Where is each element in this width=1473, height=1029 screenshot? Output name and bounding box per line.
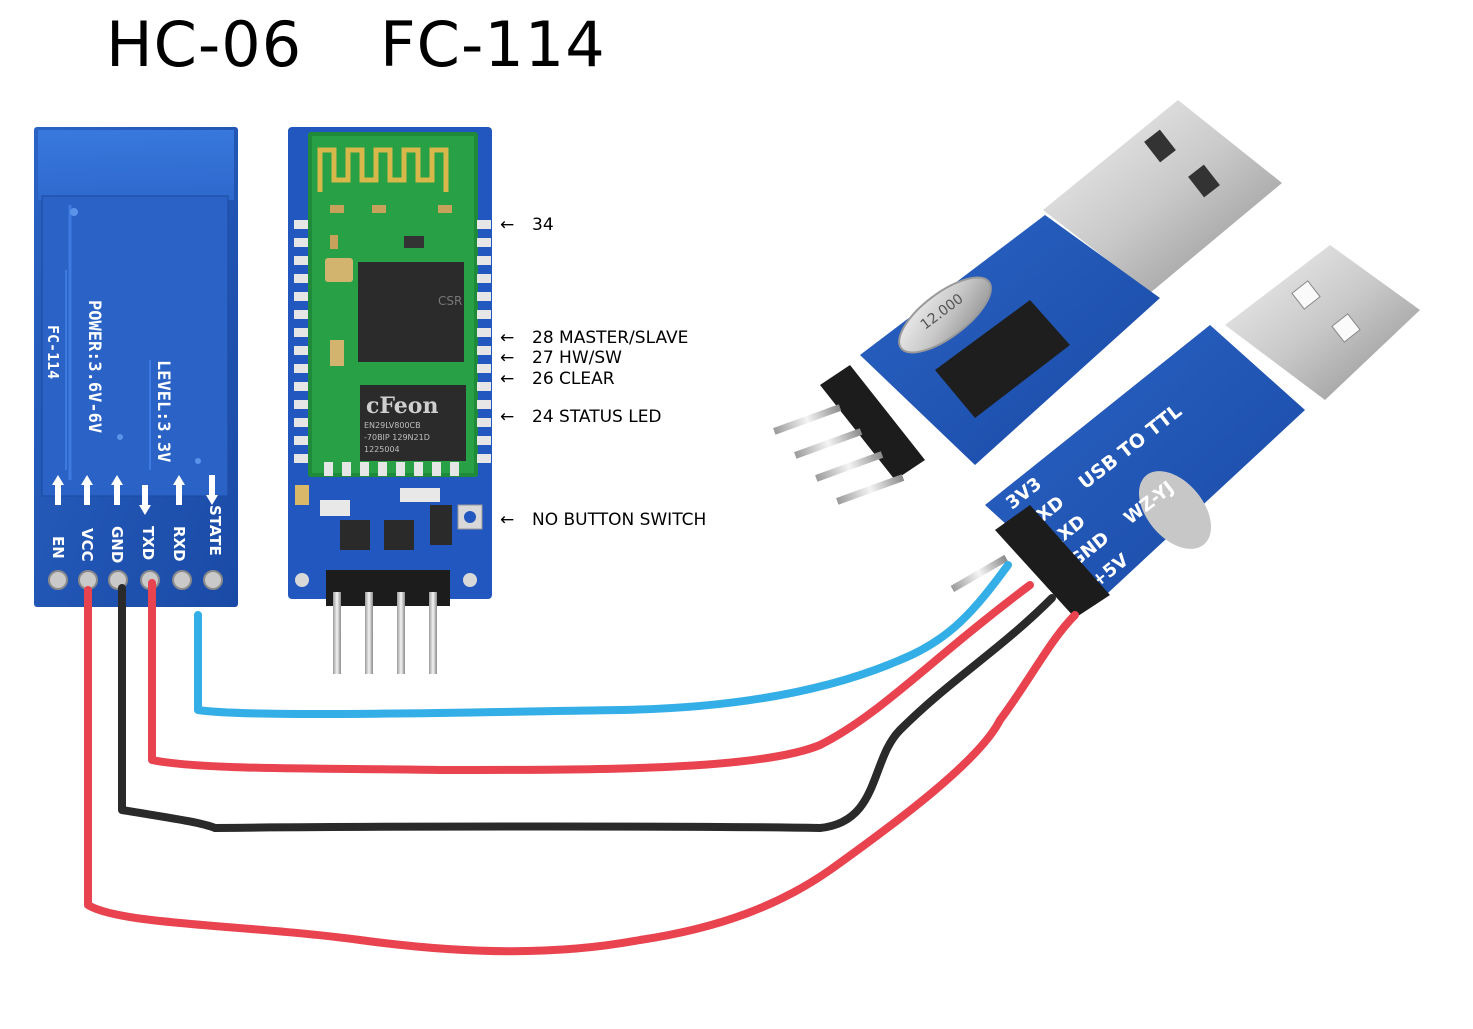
usb-hole [1144, 129, 1176, 163]
hc06-csr-chip [358, 262, 464, 362]
annotation-text: 28 MASTER/SLAVE [532, 328, 689, 348]
fc114-pin-state: STATE [206, 505, 224, 556]
hc06-antenna-trace [317, 147, 449, 192]
fc114-board: POWER:3.6V-6V FC-114 LEVEL:3.3V EN VCC G… [34, 127, 238, 607]
fc114-power-label: POWER:3.6V-6V [84, 300, 104, 433]
title-hc06: HC-06 [106, 8, 303, 81]
annotation-status-led: ← 24 STATUS LED [500, 407, 662, 427]
arrow-left-icon: ← [500, 215, 515, 235]
annotation-text: NO BUTTON SWITCH [532, 510, 707, 530]
annotation-34: ← 34 [500, 215, 554, 235]
fc114-pin-vcc: VCC [78, 528, 96, 562]
usb-front-header [950, 505, 1110, 618]
fc114-pin-txd: TXD [139, 526, 157, 560]
hc06-csr-label: CSR [438, 294, 462, 308]
usb-hole [1291, 280, 1321, 310]
fc114-via [117, 434, 123, 440]
wire-black [118, 584, 1056, 832]
wire-red-txd [148, 579, 1034, 774]
annotation-hw-sw: ← 27 HW/SW [500, 348, 622, 368]
arrow-up-icon [52, 475, 64, 505]
annotation-clear: ← 26 CLEAR [500, 369, 615, 389]
annotation-no-button-switch: ← NO BUTTON SWITCH [500, 510, 714, 530]
fc114-pin-rxd: RXD [170, 526, 188, 562]
fc114-via [70, 208, 78, 216]
hc06-header-pins [333, 592, 437, 674]
arrow-down-icon [139, 485, 151, 515]
usb-pcb-front [985, 325, 1305, 605]
arrow-up-icon [173, 475, 185, 505]
annotation-text: 34 [532, 215, 554, 235]
fc114-inner-panel [41, 195, 229, 497]
hc06-castellated-pads [294, 220, 491, 476]
fc114-via [195, 458, 201, 464]
hc06-flash-line-3: 1225004 [364, 445, 400, 454]
usb-hole [1331, 313, 1361, 343]
wires [84, 561, 1079, 956]
hc06-board: CSR cFeon EN29LV800CB -70BIP 129N21D 122… [288, 127, 492, 674]
wire-red-vcc [84, 586, 1079, 956]
usb-back-chip [935, 300, 1070, 418]
annotation-text: 26 CLEAR [532, 369, 615, 389]
title-fc114: FC-114 [380, 8, 606, 81]
usb-plug-front-metal [1225, 245, 1420, 400]
usb-adapter-back: 12.000 [773, 100, 1282, 505]
arrow-down-icon [206, 475, 218, 505]
arrow-left-icon: ← [500, 510, 515, 530]
hc06-flash-line-1: EN29LV800CB [364, 421, 421, 430]
fc114-pin-gnd: GND [108, 526, 126, 563]
usb-plug-back-metal [1043, 100, 1282, 293]
arrow-up-icon [81, 475, 93, 505]
fc114-name-label: FC-114 [44, 325, 62, 379]
usb-hole [1188, 164, 1220, 198]
arrow-left-icon: ← [500, 407, 515, 427]
crystal-12mhz [898, 276, 992, 354]
arrow-left-icon: ← [500, 348, 515, 368]
wire-blue [194, 561, 1012, 719]
arrow-left-icon: ← [500, 369, 515, 389]
arrow-left-icon: ← [500, 328, 515, 348]
fc114-pin-en: EN [49, 536, 67, 559]
annotation-text: 24 STATUS LED [532, 407, 662, 427]
annotation-text: 27 HW/SW [532, 348, 622, 368]
usb-front-component [1138, 471, 1212, 549]
fc114-level-label: LEVEL:3.3V [153, 360, 173, 462]
hc06-smd-components [325, 205, 452, 366]
fc114-pin-arrows [52, 475, 218, 515]
usb-back-header [773, 365, 925, 505]
arrow-up-icon [111, 475, 123, 505]
annotation-master-slave: ← 28 MASTER/SLAVE [500, 328, 714, 348]
fc114-antenna-area [38, 130, 234, 200]
hc06-flash-line-2: -70BIP 129N21D [364, 433, 430, 442]
hc06-carrier-components [295, 485, 483, 587]
hc06-flash-brand: cFeon [366, 393, 438, 419]
hc06-flash-chip [360, 385, 466, 461]
